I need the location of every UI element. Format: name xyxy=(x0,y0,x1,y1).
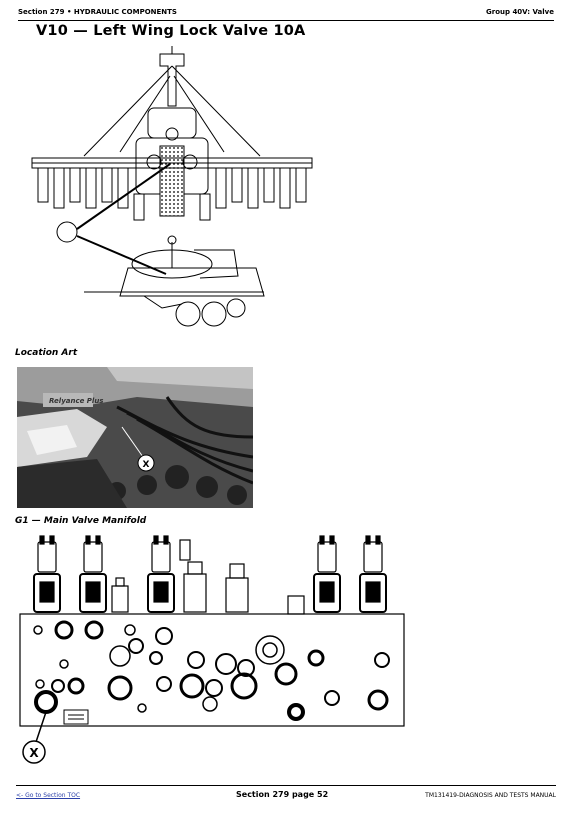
manual-title: TM131419-DIAGNOSIS AND TESTS MANUAL xyxy=(425,792,556,799)
page-title: V10 — Left Wing Lock Valve 10A xyxy=(36,23,306,39)
photo-callout-x: X xyxy=(143,460,150,470)
planter-location-drawing xyxy=(31,46,313,327)
page-number: Section 279 page 52 xyxy=(236,790,329,799)
page-footer: <- Go to Section TOC Section 279 page 52… xyxy=(16,785,556,802)
section-label: Section 279 • HYDRAULIC COMPONENTS xyxy=(18,8,177,16)
group-label: Group 40V: Valve xyxy=(486,8,554,16)
page-header: Section 279 • HYDRAULIC COMPONENTS Group… xyxy=(18,8,554,21)
photo-brand-text: Relyance Plus xyxy=(49,397,103,405)
manifold-callout-x: X xyxy=(29,746,39,760)
location-art-caption: Location Art xyxy=(15,348,78,358)
main-valve-manifold-drawing: X xyxy=(19,535,405,764)
manifold-caption: G1 — Main Valve Manifold xyxy=(15,516,147,526)
location-photo: Relyance Plus X xyxy=(17,367,253,508)
section-toc-link[interactable]: <- Go to Section TOC xyxy=(16,792,81,799)
